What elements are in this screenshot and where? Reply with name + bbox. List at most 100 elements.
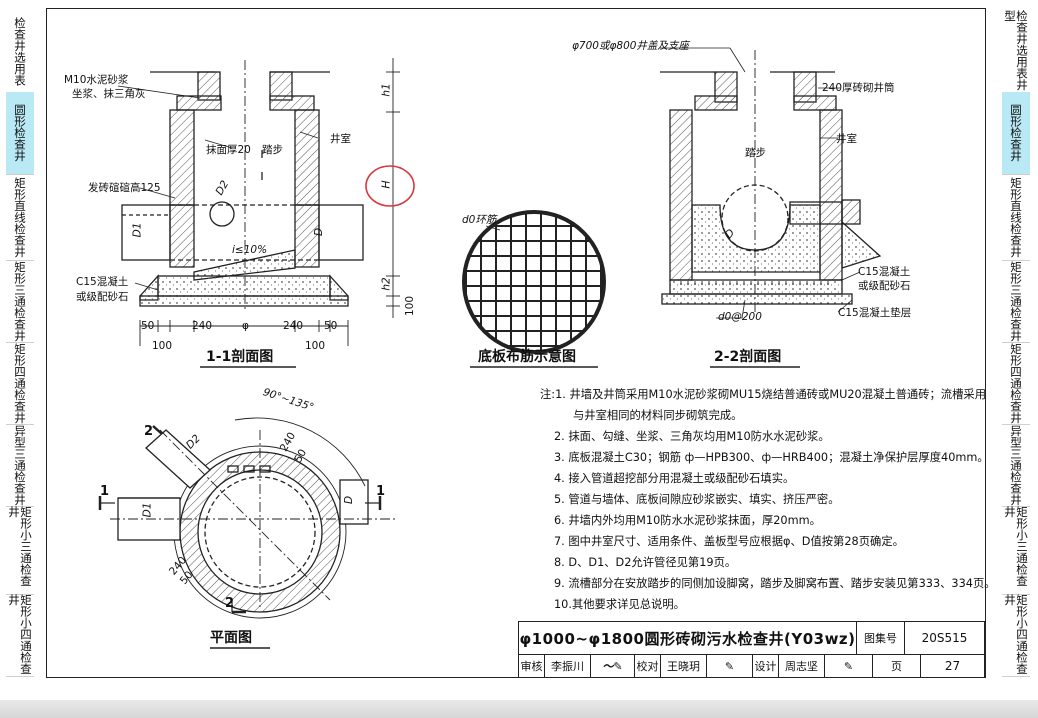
label-rebar-spacing: d0@200 bbox=[718, 311, 762, 323]
dim-top-3: 240 bbox=[283, 320, 304, 332]
dim-bottom-0: 100 bbox=[152, 340, 173, 352]
tab-label: 矩形直线检查井 bbox=[13, 176, 27, 258]
cut-marker-1-left: 1 bbox=[100, 484, 110, 499]
designer-signature: ✎ bbox=[825, 654, 873, 678]
note-line: 3. 底板混凝土C30；钢筋 ф—HPB300、ф—HRB400；混凝土净保护层… bbox=[554, 451, 989, 464]
label-d: D bbox=[313, 227, 326, 237]
note-line: 注:1. 井墙及井筒采用M10水泥砂浆砌MU15烧结普通砖或MU20混凝土普通砖… bbox=[540, 388, 986, 401]
note-line: 9. 流槽部分在安放踏步的同侧加设脚窝，踏步及脚窝布置、踏步安装见第333、33… bbox=[554, 577, 996, 590]
tab-left-5[interactable]: 异型三通检查井 bbox=[6, 424, 34, 507]
tab-label: 矩形直线检查井 bbox=[1009, 176, 1023, 258]
plate-rebar-diagram bbox=[462, 210, 606, 368]
tab-label: 矩形小三通检查井 bbox=[1003, 506, 1029, 587]
label-h2: h2 bbox=[380, 277, 393, 291]
tab-left-3[interactable]: 矩形三通检查井 bbox=[6, 260, 34, 343]
drawing-title: φ1000~φ1800圆形砖砌污水检查井(Y03wz) bbox=[519, 622, 857, 654]
tab-right-3[interactable]: 矩形三通检查井 bbox=[1002, 260, 1030, 343]
page-label: 页 bbox=[873, 654, 921, 678]
label-mortar1: M10水泥砂浆 bbox=[64, 74, 129, 86]
dim-top-2: φ bbox=[242, 320, 249, 332]
label-neck: 240厚砖砌井筒 bbox=[822, 82, 895, 94]
tab-label: 圆形检查井 bbox=[13, 104, 27, 162]
label-plaster: 抹面厚20 bbox=[206, 144, 251, 156]
tab-label: 检查井选用表 bbox=[13, 16, 27, 86]
label-chamber: 井室 bbox=[330, 133, 351, 145]
title-block: φ1000~φ1800圆形砖砌污水检查井(Y03wz) 图集号 20S515 审… bbox=[518, 621, 986, 678]
label-step: 踏步 bbox=[262, 144, 283, 156]
tab-label: 异型三通检查井 bbox=[1009, 424, 1023, 506]
tab-left-6[interactable]: 矩形小三通检查井 bbox=[6, 506, 34, 595]
atlas-number: 20S515 bbox=[905, 622, 985, 654]
label-d1: D1 bbox=[131, 222, 144, 238]
tab-right-7[interactable]: 矩形小四通检查井 bbox=[1002, 594, 1030, 677]
tab-right-1[interactable]: 圆形检查井 bbox=[1002, 92, 1030, 175]
designer-name: 周志坚 bbox=[779, 654, 825, 678]
label-d1-plan: D1 bbox=[141, 502, 154, 518]
tab-label: 矩形小三通检查井 bbox=[7, 506, 33, 587]
plan-view bbox=[98, 417, 395, 649]
tab-right-5[interactable]: 异型三通检查井 bbox=[1002, 424, 1030, 507]
reviewer-name: 李振川 bbox=[545, 654, 591, 678]
cut-marker-2-bottom: 2 bbox=[225, 596, 235, 611]
label-c15a-2: C15混凝土 bbox=[858, 266, 911, 278]
dim-top-0: 50 bbox=[141, 320, 155, 332]
label-c15c-2: C15混凝土垫层 bbox=[838, 307, 912, 319]
title-section-1-1: 1-1剖面图 bbox=[206, 349, 274, 365]
section-1-1 bbox=[117, 58, 400, 368]
note-line: 4. 接入管道超挖部分用混凝土或级配砂石填实。 bbox=[554, 472, 795, 485]
label-c15b-2: 或级配砂石 bbox=[858, 280, 911, 292]
tab-left-2[interactable]: 矩形直线检查井 bbox=[6, 174, 34, 261]
tab-label: 圆形检查井 bbox=[1009, 104, 1023, 162]
tab-label: 异型三通检查井 bbox=[13, 424, 27, 506]
page-number: 27 bbox=[921, 654, 985, 678]
label-brick-arch: 发砖碹碹高125 bbox=[88, 182, 161, 194]
label-cover: φ700或φ800井盖及支座 bbox=[572, 40, 689, 52]
label-ring-bar: d0环筋 bbox=[462, 214, 497, 226]
title-plate: 底板布筋示意图 bbox=[478, 349, 576, 365]
dim-bottom-1: 100 bbox=[305, 340, 326, 352]
dim-top-1: 240 bbox=[192, 320, 213, 332]
label-100v: 100 bbox=[404, 295, 417, 317]
review-label: 审核 bbox=[519, 654, 545, 678]
checker-name: 王晓玥 bbox=[661, 654, 707, 678]
note-line: 8. D、D1、D2允许管径见第19页。 bbox=[554, 556, 737, 569]
label-d-plan: D bbox=[343, 495, 356, 505]
title-section-2-2: 2-2剖面图 bbox=[714, 349, 782, 365]
check-label: 校对 bbox=[635, 654, 661, 678]
cut-marker-1-right: 1 bbox=[376, 484, 386, 499]
dim-top-4: 50 bbox=[324, 320, 338, 332]
label-chamber-2: 井室 bbox=[836, 133, 857, 145]
red-annotation-circle bbox=[365, 165, 415, 207]
design-notes: 注:1. 井墙及井筒采用M10水泥砂浆砌MU15烧结普通砖或MU20混凝土普通砖… bbox=[540, 384, 996, 615]
reviewer-signature: 〜✎ bbox=[591, 654, 635, 678]
tab-left-7[interactable]: 矩形小四通检查井 bbox=[6, 594, 34, 677]
tab-right-4[interactable]: 矩形四通检查井 bbox=[1002, 342, 1030, 425]
label-slope: i≤10% bbox=[232, 244, 268, 256]
atlas-label: 图集号 bbox=[857, 622, 905, 654]
note-line: 5. 管道与墙体、底板间隙应砂浆嵌实、填实、挤压严密。 bbox=[554, 493, 840, 506]
tab-label: 矩形小四通检查井 bbox=[7, 594, 33, 675]
tab-right-2[interactable]: 矩形直线检查井 bbox=[1002, 174, 1030, 261]
label-mortar2: 坐浆、抹三角灰 bbox=[72, 88, 146, 100]
note-line: 6. 井墙内外均用M10防水水泥砂浆抹面，厚20mm。 bbox=[554, 514, 821, 527]
tab-left-1[interactable]: 圆形检查井 bbox=[6, 92, 34, 175]
label-h: H bbox=[379, 180, 393, 189]
label-h1: h1 bbox=[380, 83, 393, 97]
tab-right-6[interactable]: 矩形小三通检查井 bbox=[1002, 506, 1030, 595]
tab-label: 矩形三通检查井 bbox=[1009, 260, 1023, 342]
label-c15b: 或级配砂石 bbox=[76, 291, 129, 303]
cut-marker-2-top: 2 bbox=[144, 424, 154, 439]
label-c15a: C15混凝土 bbox=[76, 276, 129, 288]
checker-signature: ✎ bbox=[707, 654, 753, 678]
note-line: 7. 图中井室尺寸、适用条件、盖板型号应根据φ、D值按第28页确定。 bbox=[554, 535, 904, 548]
note-line: 2. 抹面、勾缝、坐浆、三角灰均用M10防水水泥砂浆。 bbox=[554, 430, 830, 443]
tab-left-4[interactable]: 矩形四通检查井 bbox=[6, 342, 34, 425]
design-label: 设计 bbox=[753, 654, 779, 678]
label-step-2: 踏步 bbox=[745, 147, 766, 159]
tab-label: 矩形四通检查井 bbox=[13, 342, 27, 424]
tab-label: 矩形四通检查井 bbox=[1009, 342, 1023, 424]
tab-label: 矩形三通检查井 bbox=[13, 260, 27, 342]
tab-label: 检查井选用表井型 bbox=[1003, 10, 1029, 91]
tab-label: 矩形小四通检查井 bbox=[1003, 594, 1029, 675]
